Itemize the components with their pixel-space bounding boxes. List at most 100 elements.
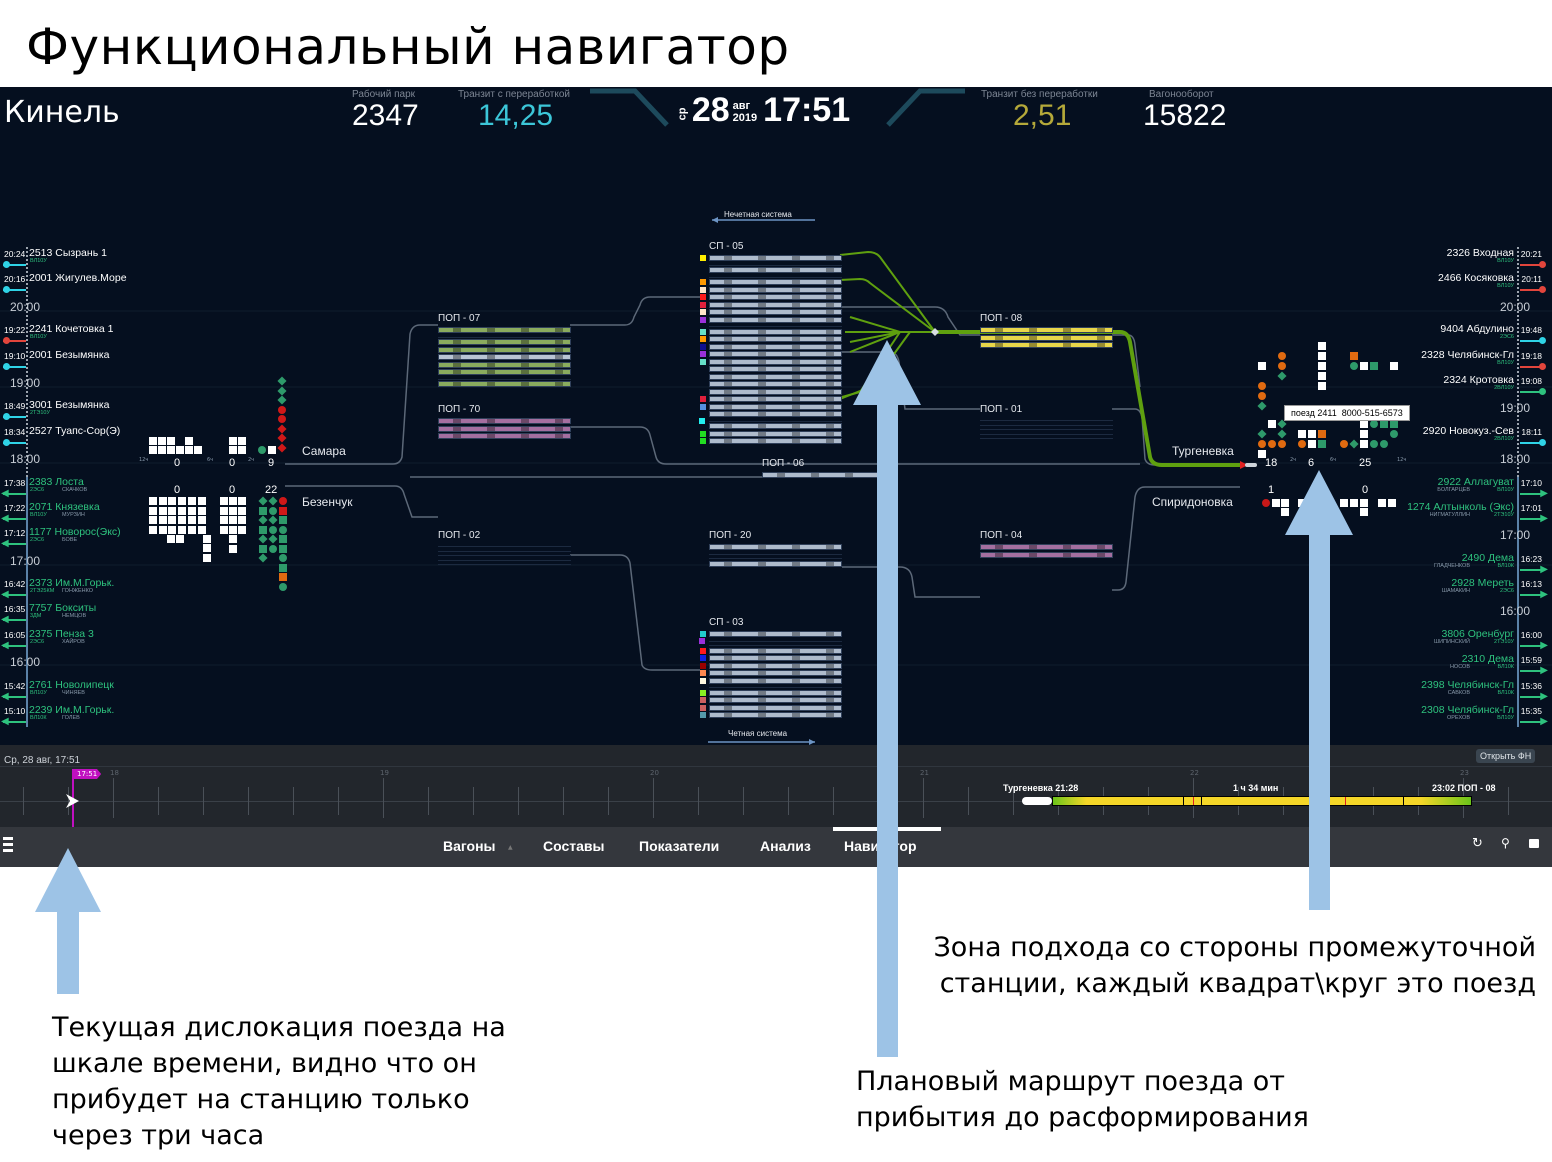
train-marker[interactable] bbox=[1281, 508, 1289, 516]
wagon-row[interactable] bbox=[700, 430, 842, 437]
train-marker[interactable] bbox=[229, 507, 237, 515]
train-marker[interactable] bbox=[1350, 352, 1358, 360]
train-marker[interactable] bbox=[1360, 499, 1368, 507]
train-marker[interactable] bbox=[269, 506, 277, 515]
wagon-row[interactable] bbox=[700, 343, 842, 350]
train-marker[interactable] bbox=[197, 516, 206, 525]
train-marker[interactable] bbox=[168, 516, 177, 525]
train-marker[interactable] bbox=[259, 544, 267, 553]
wagon-row[interactable] bbox=[762, 472, 895, 478]
train-marker[interactable] bbox=[238, 437, 246, 445]
train-marker[interactable] bbox=[229, 545, 237, 553]
station-bezenchuk[interactable]: Безенчук bbox=[302, 495, 353, 509]
track-pop-02[interactable]: ПОП - 02 bbox=[438, 530, 571, 567]
train-marker[interactable] bbox=[1360, 430, 1368, 438]
train-marker[interactable] bbox=[1258, 450, 1266, 458]
train-marker[interactable] bbox=[1308, 440, 1316, 448]
track-pop-70[interactable]: ПОП - 70 bbox=[438, 404, 571, 441]
briefcase-icon[interactable] bbox=[1529, 839, 1539, 848]
wagon-row[interactable] bbox=[980, 342, 1113, 348]
wagon-row[interactable] bbox=[438, 381, 571, 387]
wagon-row[interactable] bbox=[709, 544, 842, 550]
train-marker[interactable] bbox=[176, 446, 184, 454]
wagon-row[interactable] bbox=[438, 433, 571, 439]
timeline-axis[interactable] bbox=[0, 801, 1552, 802]
wagon-row[interactable] bbox=[438, 369, 571, 375]
train-marker[interactable] bbox=[1298, 430, 1306, 438]
train-marker[interactable] bbox=[1318, 342, 1326, 350]
wagon-row[interactable] bbox=[438, 327, 571, 333]
train-marker[interactable] bbox=[238, 516, 246, 524]
train-marker[interactable] bbox=[220, 497, 228, 505]
train-marker[interactable] bbox=[149, 506, 157, 515]
location-pin-icon[interactable]: ⚲ bbox=[1501, 836, 1510, 850]
wagon-row[interactable] bbox=[700, 396, 842, 402]
wagon-row[interactable] bbox=[700, 647, 842, 654]
train-marker[interactable] bbox=[197, 506, 206, 515]
wagon-row[interactable] bbox=[700, 255, 842, 261]
train-marker[interactable] bbox=[238, 507, 246, 515]
nav-indicators[interactable]: Показатели bbox=[639, 838, 720, 854]
train-marker[interactable] bbox=[229, 446, 237, 454]
menu-icon[interactable] bbox=[3, 837, 13, 852]
train-marker[interactable] bbox=[1370, 362, 1378, 370]
wagon-row[interactable] bbox=[980, 551, 1113, 558]
train-marker[interactable] bbox=[259, 506, 267, 515]
train-marker[interactable] bbox=[258, 446, 266, 454]
train-marker[interactable] bbox=[229, 437, 237, 445]
track-pop-06[interactable]: ПОП - 06 bbox=[762, 458, 895, 480]
nav-analysis[interactable]: Анализ bbox=[760, 838, 811, 854]
wagon-row[interactable] bbox=[700, 689, 842, 696]
train-marker[interactable] bbox=[1308, 499, 1316, 507]
train-marker[interactable] bbox=[259, 525, 267, 534]
track-pop-04[interactable]: ПОП - 04 bbox=[980, 530, 1113, 559]
train-marker[interactable] bbox=[279, 573, 287, 581]
train-marker[interactable] bbox=[220, 526, 228, 534]
wagon-row[interactable] bbox=[709, 423, 842, 429]
train-marker[interactable] bbox=[1360, 420, 1368, 428]
train-marker[interactable] bbox=[269, 544, 277, 553]
train-marker[interactable] bbox=[178, 506, 187, 515]
train-marker[interactable] bbox=[185, 446, 193, 454]
wagon-row[interactable] bbox=[709, 388, 842, 395]
train-marker[interactable] bbox=[279, 516, 287, 524]
train-marker[interactable] bbox=[229, 526, 237, 534]
wagon-row[interactable] bbox=[980, 334, 1113, 341]
train-marker[interactable] bbox=[1360, 508, 1368, 516]
train-marker[interactable] bbox=[1340, 499, 1348, 507]
open-fn-button[interactable]: Открыть ФН bbox=[1476, 749, 1536, 763]
wagon-row[interactable] bbox=[709, 411, 842, 417]
wagon-row[interactable] bbox=[700, 328, 842, 335]
train-marker[interactable] bbox=[149, 446, 157, 454]
train-marker[interactable] bbox=[149, 516, 157, 525]
wagon-row[interactable] bbox=[700, 336, 842, 342]
train-marker[interactable] bbox=[178, 525, 187, 534]
wagon-row[interactable] bbox=[700, 662, 842, 669]
train-marker[interactable] bbox=[158, 506, 167, 515]
train-marker[interactable] bbox=[238, 497, 246, 505]
train-marker[interactable] bbox=[158, 525, 167, 534]
train-marker[interactable] bbox=[220, 507, 228, 515]
train-marker[interactable] bbox=[1278, 352, 1286, 360]
wagon-row[interactable] bbox=[709, 267, 842, 273]
wagon-row[interactable] bbox=[700, 677, 842, 684]
wagon-row[interactable] bbox=[700, 655, 842, 661]
wagon-row[interactable] bbox=[709, 381, 842, 387]
train-marker[interactable] bbox=[268, 446, 276, 454]
wagon-row[interactable] bbox=[700, 316, 842, 323]
train-marker[interactable] bbox=[1380, 440, 1388, 448]
train-marker[interactable] bbox=[1278, 362, 1286, 370]
train-marker[interactable] bbox=[229, 497, 237, 505]
station-turgenevka[interactable]: Тургеневка bbox=[1172, 444, 1234, 458]
train-marker[interactable] bbox=[279, 525, 287, 534]
train-marker[interactable] bbox=[178, 516, 187, 525]
train-marker[interactable] bbox=[229, 516, 237, 524]
train-marker[interactable] bbox=[168, 497, 177, 505]
